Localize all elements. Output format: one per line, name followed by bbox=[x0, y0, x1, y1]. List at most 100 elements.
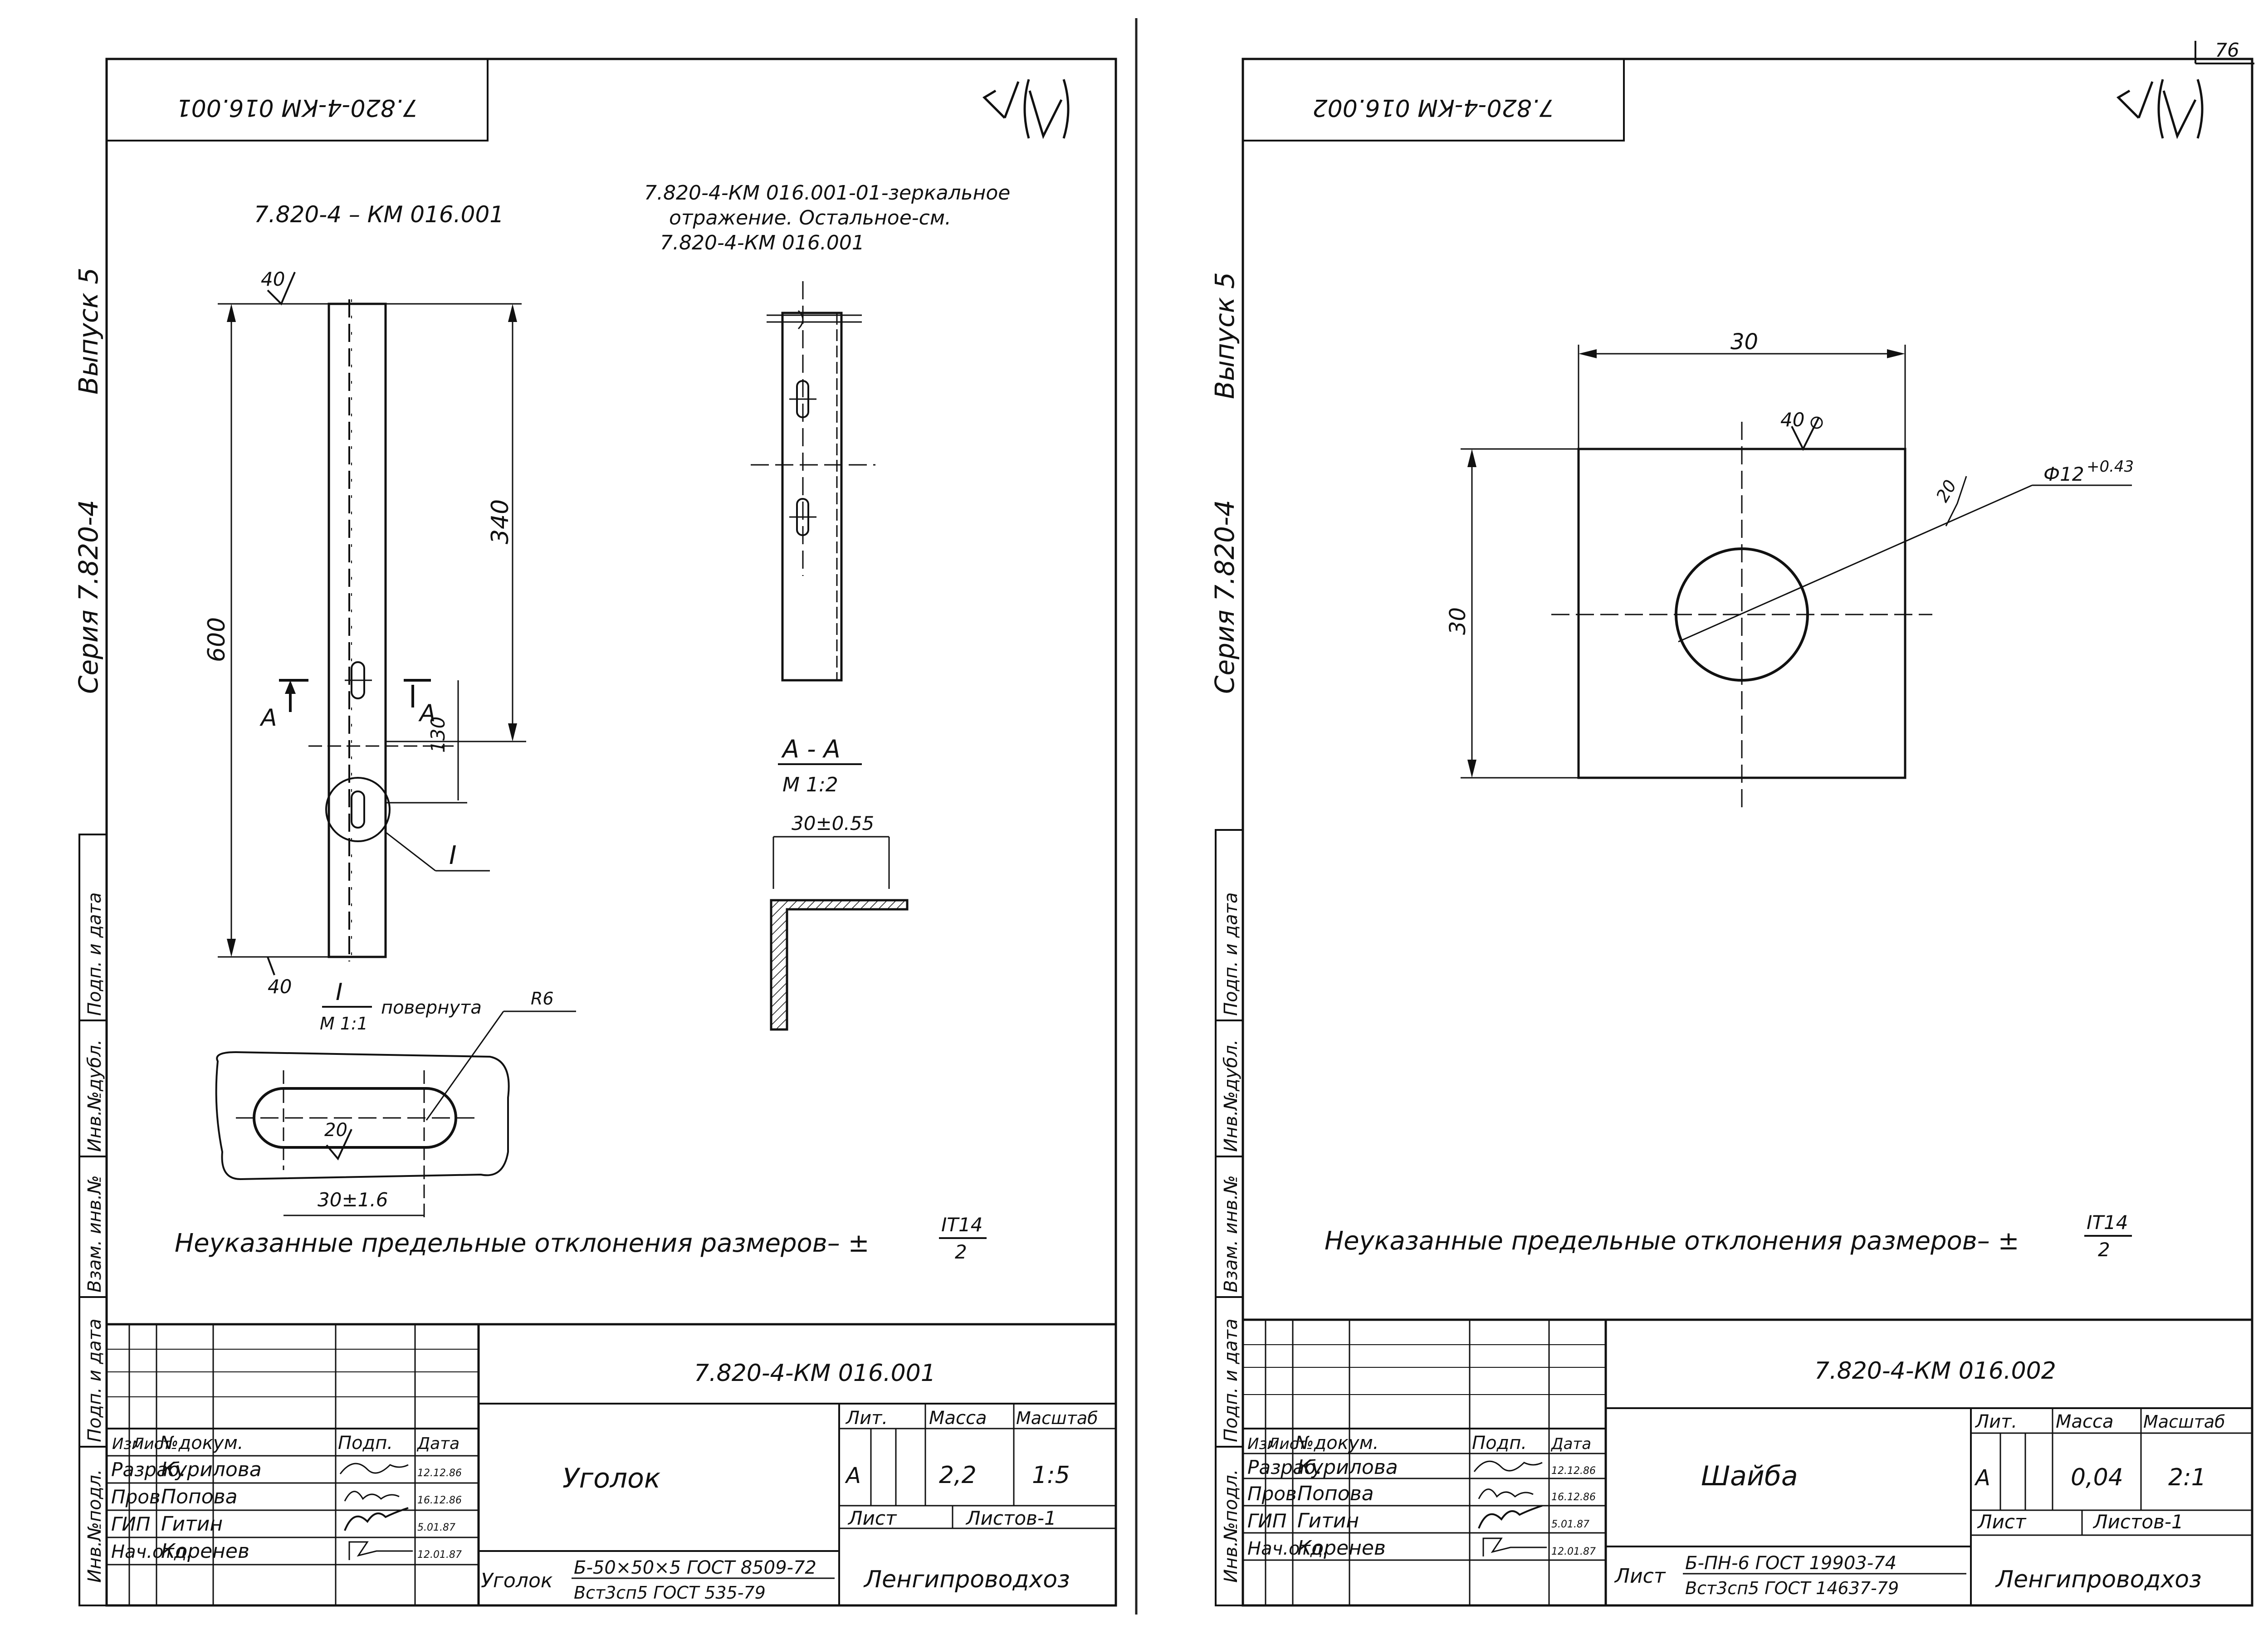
right-material-prefix: Лист bbox=[1614, 1565, 1666, 1588]
dim-hole-offset: 130 bbox=[427, 717, 449, 753]
mirror-small-view bbox=[751, 281, 875, 682]
bar-roughness-bottom: 40 bbox=[268, 976, 292, 998]
right-sheets-label: Листов-1 bbox=[2092, 1511, 2184, 1533]
dim-length-total: 600 bbox=[203, 617, 230, 662]
left-series-label: Серия 7.820-4 bbox=[73, 500, 104, 694]
right-row4-role: Нач.отд. bbox=[1247, 1538, 1329, 1559]
right-hdr-list: Лист bbox=[1267, 1435, 1307, 1453]
left-part-title: 7.820-4 – КМ 016.001 bbox=[254, 201, 504, 228]
right-issue-label: Выпуск 5 bbox=[1209, 272, 1240, 399]
left-mass-value: 2,2 bbox=[939, 1462, 977, 1489]
right-tolerance-text: Неуказанные предельные отклонения размер… bbox=[1325, 1226, 2019, 1256]
left-material-bottom: Вст3сп5 ГОСТ 535-79 bbox=[574, 1583, 766, 1603]
left-side-box-1: Взам. инв.№ bbox=[84, 1175, 105, 1293]
left-row3-name: Гитин bbox=[161, 1512, 223, 1536]
left-row2-name: Попова bbox=[161, 1485, 238, 1508]
left-row1-date: 12.12.86 bbox=[417, 1468, 462, 1479]
detail-i: I М 1:1 повернута R6 20 30±1.6 bbox=[215, 979, 576, 1220]
left-tolerance-text: Неуказанные предельные отклонения размер… bbox=[175, 1229, 870, 1258]
right-series-label: Серия 7.820-4 bbox=[1209, 500, 1240, 694]
section-scale: М 1:2 bbox=[782, 773, 838, 796]
right-side-box-4: Подп. и дата bbox=[1221, 1319, 1242, 1442]
left-side-box-5: Инв.№подл. bbox=[84, 1469, 105, 1583]
right-side-box-3: Подп. и дата bbox=[1221, 893, 1242, 1016]
left-row4-date: 12.01.87 bbox=[417, 1549, 462, 1561]
right-row3-name: Гитин bbox=[1297, 1509, 1359, 1532]
left-mass-label: Масса bbox=[929, 1408, 987, 1429]
left-side-box-3: Подп. и дата bbox=[84, 893, 105, 1016]
left-material-top: Б-50×50×5 ГОСТ 8509-72 bbox=[574, 1557, 816, 1578]
left-side-box-2: Инв.№дубл. bbox=[84, 1039, 105, 1152]
right-doc-code: 7.820-4-КМ 016.002 bbox=[1814, 1357, 2056, 1385]
right-frame bbox=[1242, 58, 2253, 1607]
right-tolerance-den: 2 bbox=[2098, 1239, 2110, 1261]
detail-length: 30±1.6 bbox=[318, 1189, 388, 1211]
right-top-stamp bbox=[1242, 58, 1625, 141]
right-roughness-symbol bbox=[2116, 79, 2204, 139]
right-row1-name: Курилова bbox=[1297, 1456, 1398, 1479]
left-top-stamp-code: 7.820-4-КМ 016.001 bbox=[176, 94, 418, 121]
right-hdr-date: Дата bbox=[1550, 1435, 1591, 1453]
detail-title: I bbox=[336, 979, 342, 1006]
bar-roughness-top: 40 bbox=[261, 268, 285, 290]
mirror-note-line1: 7.820-4-КМ 016.001-01-зеркальное bbox=[644, 181, 1010, 205]
dim-height: 30 bbox=[1445, 607, 1471, 635]
dim-length-part: 340 bbox=[487, 499, 514, 544]
right-lit-value: А bbox=[1974, 1465, 1990, 1491]
right-row3-date: 5.01.87 bbox=[1551, 1519, 1589, 1530]
left-tolerance-num: IT14 bbox=[941, 1214, 983, 1236]
left-row3-date: 5.01.87 bbox=[417, 1522, 455, 1533]
right-sheet-label: Лист bbox=[1977, 1511, 2027, 1533]
section-dim: 30±0.55 bbox=[792, 812, 874, 834]
angle-bar-view: 600 340 130 40 40 I bbox=[203, 268, 526, 998]
right-top-stamp-code: 7.820-4-КМ 016.002 bbox=[1313, 94, 1554, 121]
right-hdr-sign: Подп. bbox=[1472, 1433, 1527, 1454]
left-hdr-list: Лист bbox=[132, 1435, 172, 1453]
detail-width: 20 bbox=[324, 1120, 347, 1141]
left-doc-code: 7.820-4-КМ 016.001 bbox=[694, 1360, 936, 1387]
right-title-block: Изм. Лист №докум. Подп. Дата Разраб. Кур… bbox=[1243, 1318, 2252, 1605]
right-row4-name: Коренев bbox=[1297, 1537, 1386, 1560]
left-top-stamp bbox=[106, 58, 489, 141]
left-scale-value: 1:5 bbox=[1032, 1462, 1070, 1489]
left-row2-role: Пров. bbox=[111, 1486, 166, 1508]
mirror-note-line2: отражение. Остальное-см. bbox=[669, 206, 951, 229]
left-issue-label: Выпуск 5 bbox=[73, 268, 104, 395]
washer-roughness: 40 bbox=[1780, 409, 1804, 431]
section-mark-left: А bbox=[259, 704, 277, 732]
detail-note: повернута bbox=[381, 997, 482, 1018]
dim-width: 30 bbox=[1730, 329, 1758, 355]
left-row1-role: Разраб. bbox=[111, 1459, 186, 1481]
left-row3-role: ГИП bbox=[111, 1513, 150, 1535]
left-row2-date: 16.12.86 bbox=[417, 1495, 462, 1506]
left-side-boxes: Взам. инв.№ Инв.№дубл. Подп. и дата Подп… bbox=[78, 834, 108, 1606]
right-part-name: Шайба bbox=[1701, 1460, 1798, 1492]
left-hdr-date: Дата bbox=[416, 1434, 459, 1453]
right-side-box-5: Инв.№подл. bbox=[1221, 1469, 1242, 1583]
left-sheets-label: Листов-1 bbox=[965, 1507, 1056, 1529]
left-roughness-symbol bbox=[982, 79, 1070, 139]
left-row4-role: Нач.отд. bbox=[111, 1541, 192, 1562]
detail-radius: R6 bbox=[531, 989, 554, 1009]
right-row3-role: ГИП bbox=[1247, 1510, 1286, 1532]
mirror-note-line3: 7.820-4-КМ 016.001 bbox=[660, 231, 865, 254]
section-aa: А - А М 1:2 30±0.55 bbox=[770, 735, 909, 1031]
left-lit-value: А bbox=[845, 1463, 861, 1488]
left-tolerance-den: 2 bbox=[955, 1241, 967, 1263]
right-mass-label: Масса bbox=[2056, 1411, 2114, 1432]
page-number: 76 bbox=[2215, 39, 2239, 61]
right-scale-label: Масштаб bbox=[2143, 1412, 2225, 1432]
page-number-box: 76 bbox=[2195, 39, 2254, 64]
detail-scale: М 1:1 bbox=[320, 1014, 368, 1034]
right-org: Ленгипроводхоз bbox=[1995, 1566, 2202, 1593]
right-scale-value: 2:1 bbox=[2168, 1464, 2206, 1491]
right-side-box-2: Инв.№дубл. bbox=[1221, 1039, 1242, 1152]
left-frame bbox=[105, 58, 1117, 1607]
hole-dim: Ф12 bbox=[2043, 463, 2084, 485]
left-part-name: Уголок bbox=[562, 1463, 660, 1494]
left-sheet: 7.820-4-КМ 016.001 Серия 7.820-4 Выпуск … bbox=[73, 58, 1117, 1607]
right-mass-value: 0,04 bbox=[2071, 1464, 2123, 1491]
right-row1-role: Разраб. bbox=[1247, 1456, 1322, 1478]
right-tolerance-num: IT14 bbox=[2087, 1211, 2128, 1234]
